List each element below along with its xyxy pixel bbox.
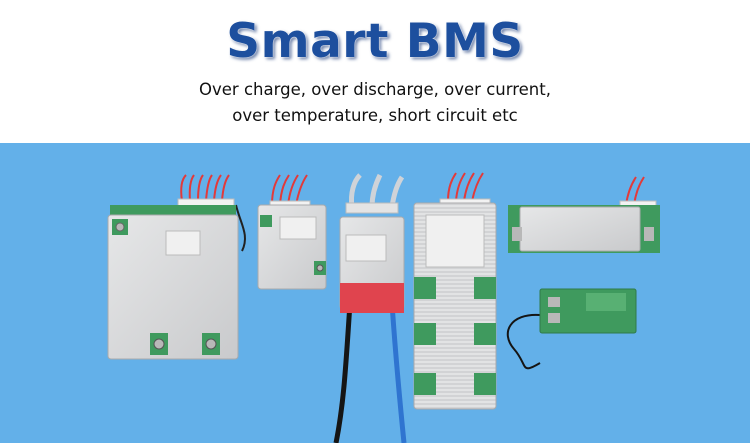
bms-boards-illustration [107,172,660,443]
bms-board-large [107,174,246,360]
banner-title: Smart BMS [226,14,524,69]
bms-board-flat [508,176,660,253]
bms-board-narrow [333,173,407,443]
bms-board-green-pcb [506,288,637,370]
banner-header: Smart BMS Over charge, over discharge, o… [0,0,750,143]
bms-board-tall [413,172,497,410]
banner-subtitle-line2: over temperature, short circuit etc [232,106,518,125]
bms-board-small [257,174,327,290]
bms-boards-photo [0,143,750,443]
banner-subtitle-line1: Over charge, over discharge, over curren… [199,80,551,99]
